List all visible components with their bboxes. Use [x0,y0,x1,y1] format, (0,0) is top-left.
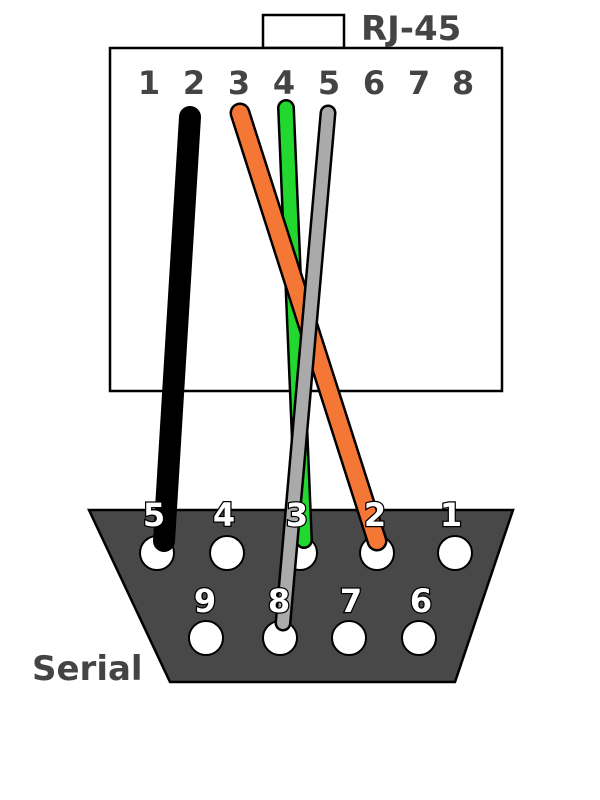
rj45-tab [261,13,346,50]
serial-pin-label: 8 [268,582,290,620]
serial-pin-label: 9 [194,582,216,620]
rj45-pin-labels: 1 2 3 4 5 6 7 8 [138,64,474,102]
rj45-pin-label: 2 [183,64,205,102]
serial-pin-label: 2 [364,496,386,534]
rj45-pin-label: 7 [408,64,430,102]
serial-pin-holes [139,535,473,656]
serial-pin-hole-4 [209,535,245,571]
rj45-title: RJ-45 [361,9,461,49]
rj45-pin-label: 1 [138,64,160,102]
serial-pin-label: 4 [213,496,235,534]
serial-pin-labels: 5 4 3 2 1 9 8 7 6 [142,495,464,622]
serial-pin-label: 3 [286,496,308,534]
serial-pin-hole-7 [331,620,367,656]
rj45-pin-label: 3 [228,64,250,102]
wire-gray [274,104,337,632]
serial-title: Serial [32,649,143,689]
wires [153,99,388,632]
serial-pin-hole-6 [401,620,437,656]
rj45-pin-label: 6 [363,64,385,102]
serial-pin-label: 1 [440,496,462,534]
rj45-pin-label: 5 [318,64,340,102]
wire-black [153,106,201,552]
serial-pin-label: 5 [143,496,165,534]
rj45-pin-label: 4 [273,64,295,102]
serial-pin-hole-9 [188,620,224,656]
serial-pin-label: 6 [410,582,432,620]
serial-pin-hole-1 [437,535,473,571]
rj45-pin-label: 8 [452,64,474,102]
serial-pin-label: 7 [340,582,362,620]
serial-connector [87,508,515,684]
